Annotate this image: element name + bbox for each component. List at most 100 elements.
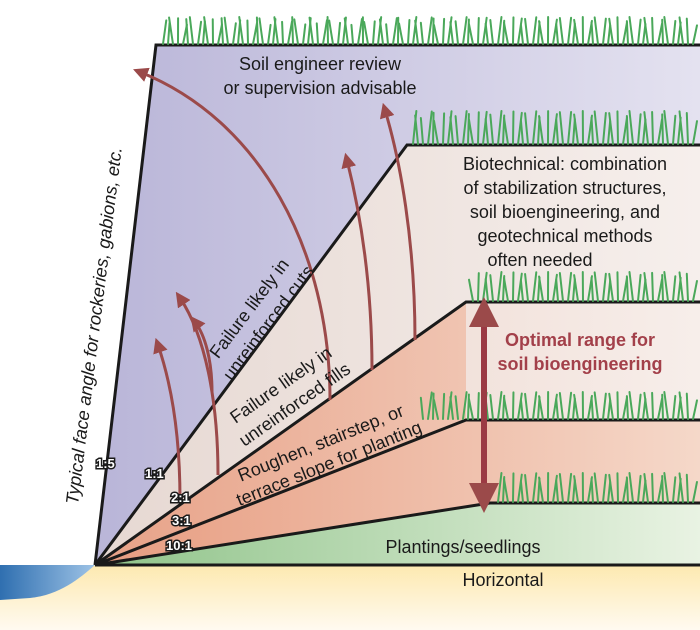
ratio-10-1: 10:1	[166, 538, 192, 553]
grass-blade	[593, 391, 599, 420]
grass-blade	[432, 392, 435, 420]
grass-blade	[685, 112, 689, 145]
grass-blade	[447, 391, 453, 420]
grass-blade	[685, 473, 689, 503]
grass-blade	[427, 16, 433, 45]
ratio-2-1: 2:1	[171, 490, 190, 505]
label-biotech-5: often needed	[487, 250, 592, 270]
grass-blade	[590, 21, 594, 45]
grass-blade	[573, 393, 579, 420]
grass-blade	[477, 111, 480, 145]
grass-blade	[503, 478, 509, 503]
grass-blade	[519, 24, 524, 45]
grass-blade	[258, 17, 264, 45]
grass-blade	[558, 391, 564, 420]
grass-blade	[538, 115, 544, 145]
grass-blade	[467, 18, 470, 45]
grass-blade	[462, 110, 468, 145]
grass-blade	[517, 17, 523, 45]
grass-blade	[482, 16, 488, 45]
grass-blade	[590, 276, 594, 302]
grass-blade	[692, 480, 698, 503]
grass-blade	[567, 16, 573, 45]
grass-blade	[519, 279, 524, 302]
grass-blade	[643, 391, 649, 420]
grass-blade	[552, 273, 558, 302]
grass-blade	[602, 111, 607, 145]
grass-blade	[555, 23, 559, 45]
grass-blade	[593, 472, 599, 503]
grass-blade	[651, 472, 654, 503]
grass-blade	[616, 16, 619, 45]
grass-blade	[302, 23, 307, 45]
grass-blade	[532, 472, 538, 503]
grass-blade	[628, 110, 634, 145]
grass-blade	[672, 476, 677, 503]
arrow-fills-2	[190, 316, 214, 393]
grass-blade	[538, 20, 544, 45]
grass-blade	[427, 391, 433, 420]
grass-blade	[663, 271, 669, 302]
grass-blade	[637, 273, 642, 302]
grass-blade	[433, 24, 439, 45]
grass-blade	[524, 473, 529, 503]
grass-blade	[663, 110, 669, 145]
grass-blade	[567, 110, 573, 145]
grass-blade	[267, 23, 272, 45]
label-plantings: Plantings/seedlings	[385, 537, 540, 557]
grass-blade	[616, 391, 619, 420]
grass-blade	[616, 271, 619, 302]
ratio-1-5: 1:5	[96, 456, 115, 471]
grass-blade	[449, 21, 454, 45]
grass-blade	[454, 395, 459, 420]
grass-blade	[555, 118, 559, 145]
grass-blade	[593, 110, 599, 145]
grass-blade	[672, 394, 677, 420]
grass-blade	[625, 275, 629, 302]
grass-tufts	[162, 16, 698, 503]
grass-blade	[419, 116, 424, 145]
label-biotech-2: of stabilization structures,	[463, 178, 666, 198]
grass-blade	[643, 16, 649, 45]
grass-blade	[503, 21, 509, 45]
grass-blade	[223, 16, 229, 45]
line-2-1	[94, 300, 700, 567]
grass-blade	[220, 17, 224, 45]
grass-blade	[672, 275, 677, 302]
grass-blade	[322, 19, 328, 45]
label-steep-1: Soil engineer review	[239, 54, 402, 74]
label-horizontal: Horizontal	[462, 570, 543, 590]
grass-blade	[567, 391, 573, 420]
grass-blade	[661, 474, 664, 503]
grass-blade	[519, 119, 524, 145]
grass-blade	[602, 392, 607, 420]
label-biotech-4: geotechnical methods	[477, 226, 652, 246]
grass-blade	[608, 272, 614, 302]
grass-blade	[442, 112, 446, 145]
grass-blade	[433, 399, 439, 420]
grass-blade	[337, 21, 342, 45]
grass-blade	[168, 16, 174, 45]
grass-blade	[555, 479, 559, 503]
grass-blade	[628, 271, 634, 302]
grass-blade	[328, 19, 334, 45]
grass-blade	[538, 395, 544, 420]
grass-blade	[357, 17, 363, 45]
grass-blade	[414, 114, 419, 145]
grass-blade	[555, 278, 559, 302]
grass-blade	[524, 17, 529, 45]
grass-blade	[643, 271, 649, 302]
grass-blade	[643, 472, 649, 503]
grass-blade	[637, 393, 642, 420]
grass-blade	[447, 16, 453, 45]
grass-blade	[608, 392, 614, 420]
grass-blade	[414, 19, 419, 45]
grass-blade	[663, 472, 669, 503]
grass-blade	[293, 18, 299, 45]
grass-blade	[558, 272, 564, 302]
grass-blade	[678, 110, 684, 145]
grass-blade	[412, 110, 418, 145]
grass-blade	[532, 271, 538, 302]
grass-blade	[616, 472, 619, 503]
